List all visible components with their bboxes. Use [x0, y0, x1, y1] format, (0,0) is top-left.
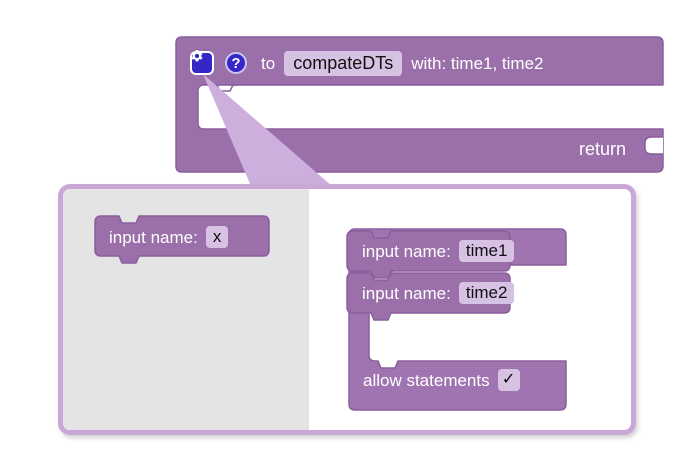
procedure-params-label: with: time1, time2	[411, 53, 544, 73]
allow-statements-label: allow statements	[363, 370, 490, 390]
mutator-input-block[interactable]: input name: time1	[346, 230, 515, 279]
gear-glyph	[191, 50, 203, 62]
allow-statements-row[interactable]: allow statements ✓	[363, 369, 520, 391]
mutator-workspace[interactable]: inputs allow statements ✓ input name: ti…	[309, 189, 631, 430]
allow-statements-checkbox[interactable]: ✓	[497, 369, 520, 391]
input-name-field[interactable]: time1	[458, 240, 515, 262]
return-label: return	[578, 139, 626, 159]
procedure-header-row: ? to compateDTs with: time1, time2	[190, 49, 544, 77]
input-name-field[interactable]: x	[205, 226, 229, 248]
mutator-flyout[interactable]: input name: x	[63, 189, 309, 430]
flyout-block-row: input name: x	[109, 226, 229, 248]
input-name-label: input name:	[362, 241, 451, 261]
input-name-label: input name:	[109, 227, 198, 247]
procedure-name-field[interactable]: compateDTs	[284, 50, 403, 76]
to-label: to	[261, 53, 276, 73]
input-name-label: input name:	[362, 283, 451, 303]
input-name-field[interactable]: time2	[458, 282, 515, 304]
mutator-input-block[interactable]: input name: time2	[346, 272, 515, 321]
nested-block-row: input name: time2	[362, 282, 515, 304]
procedure-definition-block[interactable]: ? to compateDTs with: time1, time2 retur…	[175, 36, 664, 173]
nested-block-row: input name: time1	[362, 240, 515, 262]
mutator-bubble-panel[interactable]: input name: x inputs allow statements ✓	[58, 184, 636, 435]
return-row: return	[579, 137, 626, 161]
flyout-input-name-block[interactable]: input name: x	[94, 215, 270, 264]
gear-icon[interactable]	[190, 50, 214, 75]
question-mark-icon[interactable]: ?	[225, 52, 247, 74]
